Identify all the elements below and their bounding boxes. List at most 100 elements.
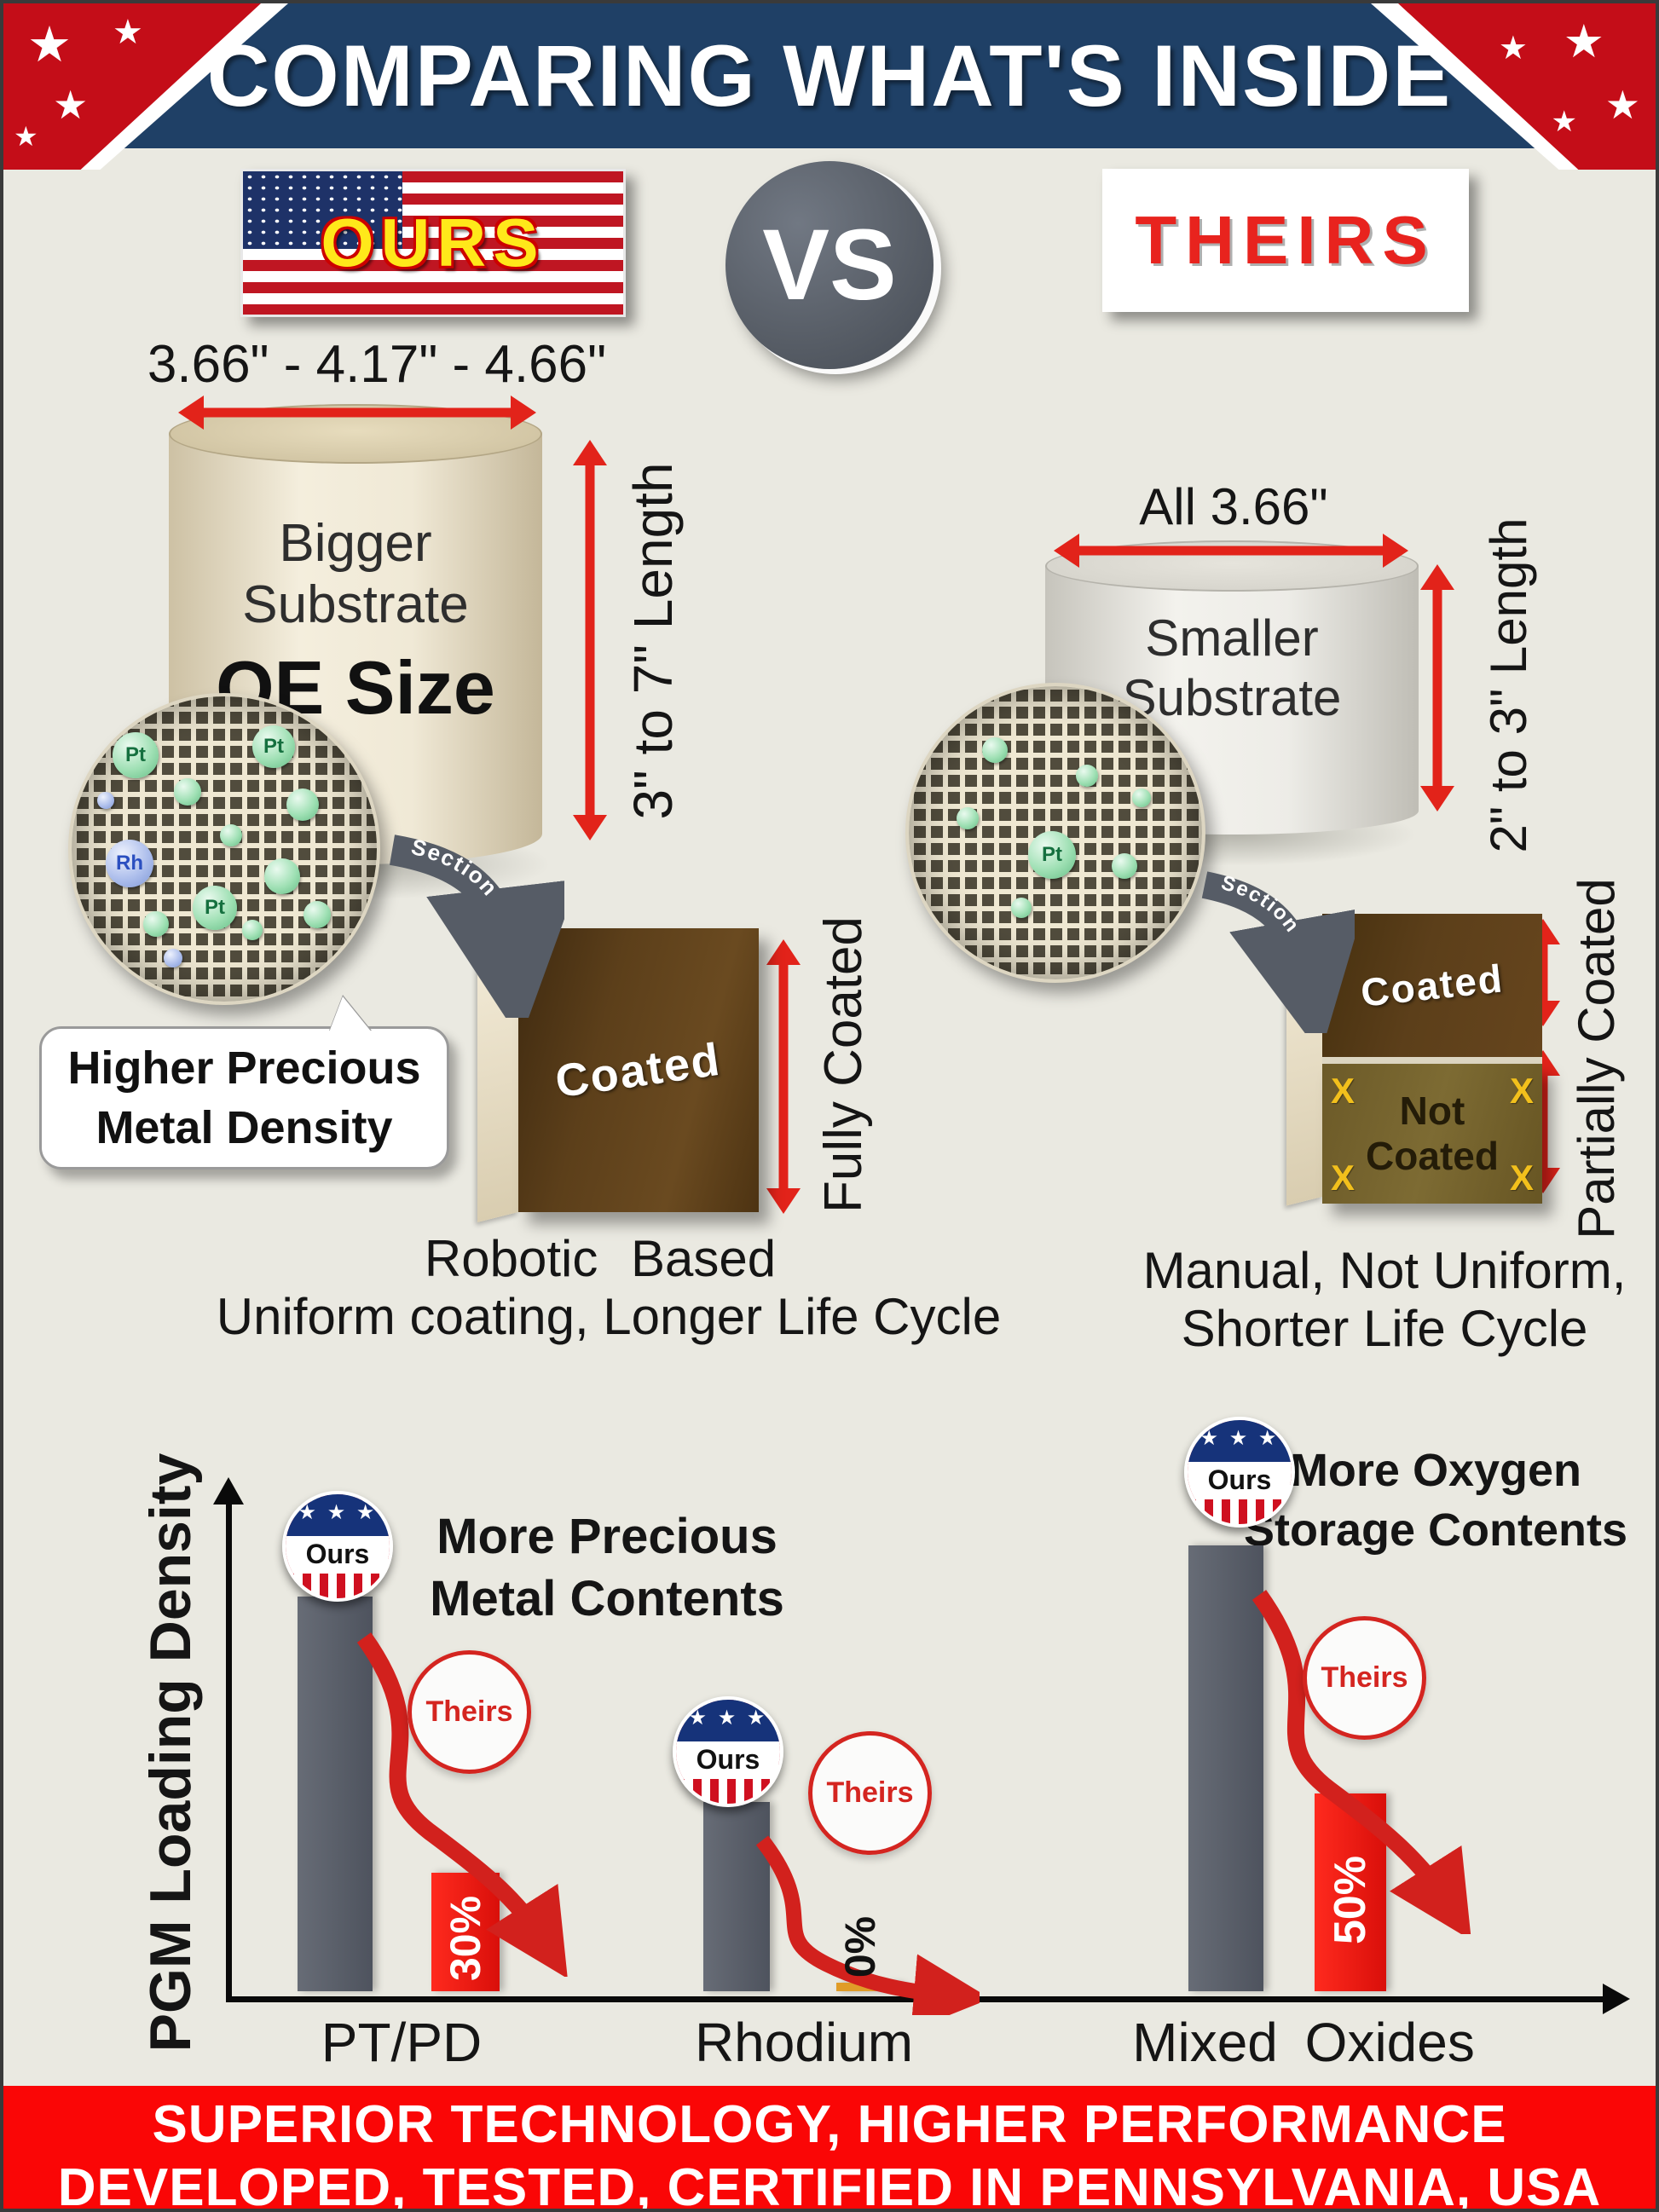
- particle-dot: [264, 858, 300, 894]
- bar-ours-rhodium: [703, 1802, 770, 1991]
- theirs-coated-box: Coated Not Coated X X X X: [1286, 914, 1542, 1206]
- category-rhodium: Rhodium: [694, 2012, 914, 2073]
- theirs-caption-line2: Shorter Life Cycle: [1181, 1300, 1588, 1357]
- ours-badge-rhodium: Ours: [673, 1696, 783, 1807]
- ours-substrate-line2: Substrate: [242, 575, 469, 634]
- theirs-substrate-mesh: Pt: [905, 683, 1205, 983]
- box-front-coated: Coated: [1322, 914, 1542, 1057]
- theirs-circle-label: Theirs: [1321, 1661, 1408, 1694]
- star-icon: [1605, 85, 1640, 124]
- star-icon: [27, 20, 72, 70]
- ours-substrate-line1: Bigger: [279, 514, 432, 573]
- footer-line2: DEVELOPED, TESTED, CERTIFIED IN PENNSYLV…: [57, 2158, 1602, 2212]
- annotation-precious-line2: Metal Contents: [430, 1571, 784, 1626]
- particle-label: Pt: [1042, 843, 1062, 866]
- particle-dot: [982, 737, 1008, 763]
- ours-label: OURS: [321, 205, 546, 280]
- particle-label: Rh: [116, 852, 143, 875]
- fully-coated-label: Fully Coated: [813, 915, 873, 1214]
- particle-dot: [143, 911, 169, 937]
- y-axis: [226, 1504, 232, 2002]
- particle-dot: [1132, 788, 1151, 807]
- star-icon: [1564, 19, 1604, 65]
- fully-coated-arrow: [766, 939, 801, 1214]
- box-front-not-coated: Not Coated X X X X: [1322, 1064, 1542, 1204]
- ours-diameter-arrow: [178, 396, 536, 430]
- theirs-substrate-line2: Substrate: [1122, 669, 1342, 726]
- not-coated-line1: Not: [1399, 1089, 1465, 1134]
- footer-banner: SUPERIOR TECHNOLOGY, HIGHER PERFORMANCE …: [3, 2086, 1656, 2209]
- particle-dot: [97, 792, 114, 809]
- x-mark: X: [1509, 1071, 1534, 1111]
- coated-label: Coated: [552, 1033, 725, 1107]
- bubble-line2: Metal Density: [95, 1102, 393, 1153]
- x-mark: X: [1331, 1157, 1356, 1198]
- particle-dot: [164, 949, 182, 967]
- theirs-circle-label: Theirs: [425, 1695, 513, 1728]
- theirs-circle-label: Theirs: [826, 1776, 914, 1809]
- particle-label: Pt: [263, 735, 284, 758]
- particle-label: Pt: [125, 743, 146, 766]
- particle-dot: [242, 920, 263, 940]
- partially-coated-label: Partially Coated: [1567, 878, 1625, 1239]
- ours-flag-badge: OURS: [240, 169, 626, 317]
- theirs-label: THEIRS: [1135, 202, 1436, 278]
- x-mark: X: [1331, 1071, 1356, 1111]
- particle-dot: [303, 901, 331, 928]
- theirs-caption-line1: Manual, Not Uniform,: [1142, 1242, 1627, 1299]
- decline-arrow: [755, 1835, 980, 2015]
- vs-label: VS: [762, 209, 897, 321]
- star-icon: [14, 123, 38, 150]
- flag-canton: [243, 171, 403, 249]
- star-icon: [113, 15, 143, 49]
- bubble-line1: Higher Precious: [67, 1042, 421, 1094]
- particle-dot: [1076, 765, 1098, 787]
- decline-arrow: [356, 1632, 568, 1977]
- not-coated-line2: Coated: [1366, 1134, 1499, 1178]
- particle-dot: [220, 824, 242, 846]
- badge-stars: [676, 1700, 780, 1741]
- annotation-oxygen-line1: More Oxygen: [1289, 1445, 1582, 1496]
- rh-particle: Rh: [106, 840, 153, 887]
- star-icon: [53, 85, 88, 124]
- y-axis-arrowhead: [213, 1477, 244, 1505]
- particle-dot: [174, 778, 201, 806]
- box-seam: [1322, 1057, 1542, 1064]
- theirs-value-ptpd: 30%: [442, 1895, 489, 1982]
- annotation-precious-line1: More Precious: [436, 1509, 777, 1564]
- theirs-substrate-line1: Smaller: [1145, 609, 1319, 667]
- ours-substrate-mesh: Pt Pt Rh Pt: [68, 693, 380, 1005]
- badge-label: Ours: [676, 1741, 780, 1779]
- density-callout-bubble: Higher Precious Metal Density: [39, 1026, 449, 1170]
- category-ptpd: PT/PD: [321, 2012, 483, 2073]
- ours-badge-mixed: Ours: [1184, 1417, 1295, 1528]
- ours-badge-ptpd: Ours: [282, 1491, 393, 1602]
- section-arrow: Section: [1201, 871, 1355, 1033]
- star-icon: [1552, 107, 1577, 136]
- x-axis-arrowhead: [1603, 1984, 1630, 2014]
- ours-length-arrow: [573, 440, 607, 840]
- theirs-circle-ptpd: Theirs: [408, 1650, 531, 1774]
- badge-stars: [286, 1494, 390, 1536]
- theirs-diameter-arrow: [1054, 534, 1408, 568]
- x-mark: X: [1509, 1157, 1534, 1198]
- page-title: COMPARING WHAT'S INSIDE: [206, 27, 1453, 124]
- badge-stars: [1188, 1420, 1292, 1462]
- theirs-circle-rhodium: Theirs: [808, 1731, 932, 1855]
- ours-length-label: 3" to 7" Length: [622, 462, 684, 820]
- category-mixed-oxides: Mixed Oxides: [1132, 2012, 1475, 2073]
- pt-particle: Pt: [1028, 831, 1076, 879]
- particle-dot: [1011, 898, 1032, 918]
- ours-caption-line2: Uniform coating, Longer Life Cycle: [216, 1288, 1002, 1345]
- annotation-oxygen-line2: Storage Contents: [1243, 1505, 1628, 1556]
- star-icon: [1499, 32, 1528, 65]
- bar-ours-mixed: [1188, 1545, 1263, 1991]
- decline-arrow: [1251, 1590, 1471, 1934]
- badge-label: Ours: [1188, 1461, 1292, 1499]
- theirs-value-rhodium: 0%: [836, 1915, 884, 1978]
- y-axis-label: PGM Loading Density: [138, 1453, 203, 2053]
- badge-label: Ours: [286, 1535, 390, 1574]
- vs-badge: VS: [725, 161, 934, 369]
- theirs-substrate-cylinder: Smaller Substrate: [1045, 540, 1419, 835]
- particle-label: Pt: [205, 896, 225, 919]
